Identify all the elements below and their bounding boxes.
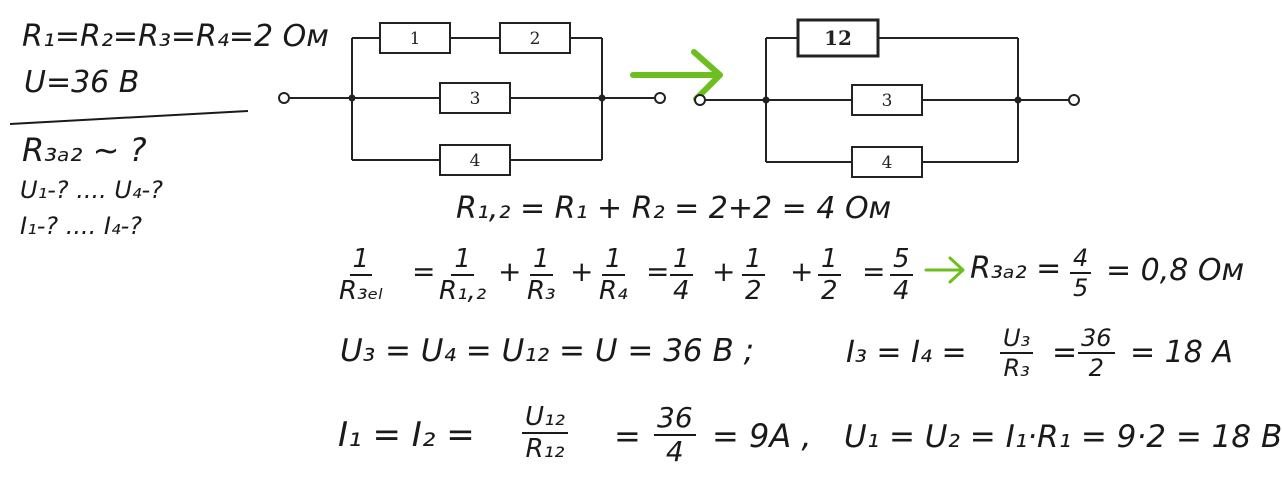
arrow-right-icon <box>630 49 723 102</box>
terminal-left-in <box>278 92 290 104</box>
given-resistances: R₁=R₂=R₃=R₄=2 Ом <box>22 19 329 54</box>
eq-term-fraction: 1 2 <box>742 246 765 304</box>
eq-term-fraction: 1 R₄ <box>599 244 628 306</box>
find-currents: I₁-? .... I₄-? <box>20 212 142 240</box>
resistor-12: 12 <box>796 18 880 58</box>
svg-text:1: 1 <box>410 29 421 49</box>
req-label: R₃ₐ₂ = <box>970 251 1062 286</box>
terminal-right-in <box>694 94 706 106</box>
eq-op: = <box>862 255 886 288</box>
req-value: = 0,8 Ом <box>1106 253 1245 288</box>
i34-fraction-symbolic: U₃ R₃ <box>1000 326 1034 380</box>
i12-eq: = <box>614 417 641 455</box>
eq-op: + <box>570 255 594 288</box>
terminal-right-out <box>1068 94 1080 106</box>
svg-text:2: 2 <box>530 29 541 49</box>
eq-op: = <box>412 255 436 288</box>
eq-op: + <box>498 255 522 288</box>
find-resistance: R₃ₐ₂ ~ ? <box>22 131 147 169</box>
junction-node <box>1014 96 1022 104</box>
resistor-4: 4 <box>439 144 511 176</box>
i34-eq: = <box>1052 335 1078 370</box>
eq-op: + <box>790 255 814 288</box>
svg-text:12: 12 <box>824 26 852 50</box>
i34-prefix: I₃ = I₄ = <box>846 335 967 370</box>
eq-op: + <box>712 255 736 288</box>
svg-text:4: 4 <box>882 153 893 173</box>
req-fraction: 4 5 <box>1070 246 1092 300</box>
terminal-left-out <box>654 92 666 104</box>
i34-value: = 18 A <box>1130 335 1233 370</box>
given-voltage: U=36 В <box>24 65 140 100</box>
resistor-3: 3 <box>439 82 511 114</box>
resistor-1: 1 <box>379 22 451 54</box>
i12-value: = 9A , <box>712 417 812 455</box>
eq-term-fraction: 1 R₁,₂ <box>439 244 487 306</box>
r12-equation: R₁,₂ = R₁ + R₂ = 2+2 = 4 Ом <box>456 191 892 226</box>
eq-op: = <box>646 255 670 288</box>
voltage-equation: U₃ = U₄ = U₁₂ = U = 36 В ; <box>340 333 755 369</box>
junction-node <box>762 96 770 104</box>
resistor-4-right: 4 <box>851 146 923 178</box>
given-divider <box>9 110 249 125</box>
eq-term-fraction: 1 2 <box>818 246 841 304</box>
svg-text:3: 3 <box>882 91 893 111</box>
u12-equation: U₁ = U₂ = I₁·R₁ = 9·2 = 18 В <box>844 419 1282 455</box>
i12-prefix: I₁ = I₂ = <box>338 415 475 455</box>
junction-node <box>598 94 606 102</box>
svg-text:3: 3 <box>470 89 481 109</box>
eq-term-fraction: 5 4 <box>890 246 913 304</box>
eq-lhs-fraction: 1 R₃ₑₗ <box>339 244 383 306</box>
resistor-2: 2 <box>499 22 571 54</box>
i34-fraction-numeric: 36 2 <box>1078 326 1115 380</box>
resistor-3-right: 3 <box>851 84 923 116</box>
svg-text:4: 4 <box>470 151 481 171</box>
find-voltages: U₁-? .... U₄-? <box>20 176 163 204</box>
junction-node <box>348 94 356 102</box>
i12-fraction-symbolic: U₁₂ R₁₂ <box>522 404 568 462</box>
eq-term-fraction: 1 R₃ <box>527 244 556 306</box>
eq-term-fraction: 1 4 <box>670 246 693 304</box>
i12-fraction-numeric: 36 4 <box>654 404 696 466</box>
